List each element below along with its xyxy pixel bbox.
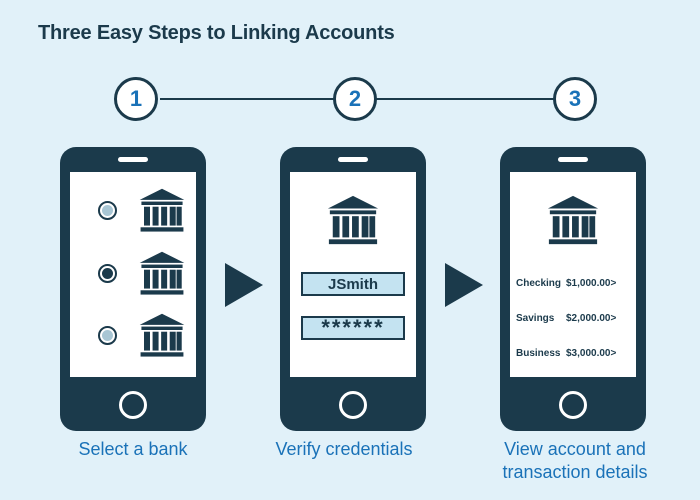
phone-screen: JSmith ****** xyxy=(290,172,416,377)
phone-verify-credentials: JSmith ****** xyxy=(280,147,426,431)
phone-screen: Checking $1,000.00> Savings $2,000.00> B… xyxy=(510,172,636,377)
username-field[interactable]: JSmith xyxy=(301,272,405,296)
radio-icon[interactable] xyxy=(98,326,117,345)
phone-screen xyxy=(70,172,196,377)
step-3-caption-line1: View account and xyxy=(504,439,646,459)
step-1-badge: 1 xyxy=(114,77,158,121)
step-3-caption: View account and transaction details xyxy=(475,438,675,484)
home-button-icon xyxy=(339,391,367,419)
step-3-caption-line2: transaction details xyxy=(502,462,648,482)
bank-icon xyxy=(136,187,188,235)
bank-icon xyxy=(543,194,603,248)
password-field[interactable]: ****** xyxy=(301,315,405,340)
speaker-icon xyxy=(338,157,368,162)
step-2-caption: Verify credentials xyxy=(275,439,413,459)
bank-icon xyxy=(136,250,188,298)
phone-view-accounts: Checking $1,000.00> Savings $2,000.00> B… xyxy=(500,147,646,431)
bank-icon xyxy=(323,194,383,248)
step-2-badge: 2 xyxy=(333,77,377,121)
account-name: Business xyxy=(516,348,561,359)
bank-icon xyxy=(136,312,188,360)
account-name: Checking xyxy=(516,278,562,289)
account-row-business[interactable]: Business $3,000.00> xyxy=(516,348,636,359)
phone-select-bank xyxy=(60,147,206,431)
home-button-icon xyxy=(119,391,147,419)
arrow-right-icon xyxy=(225,263,263,307)
step-3-badge: 3 xyxy=(553,77,597,121)
speaker-icon xyxy=(118,157,148,162)
radio-icon[interactable] xyxy=(98,264,117,283)
speaker-icon xyxy=(558,157,588,162)
account-row-checking[interactable]: Checking $1,000.00> xyxy=(516,278,636,289)
account-amount: $3,000.00> xyxy=(566,348,617,359)
radio-icon[interactable] xyxy=(98,201,117,220)
home-button-icon xyxy=(559,391,587,419)
account-amount: $2,000.00> xyxy=(566,313,617,324)
account-name: Savings xyxy=(516,313,555,324)
step-1-caption: Select a bank xyxy=(78,439,188,459)
account-amount: $1,000.00> xyxy=(566,278,617,289)
page-title: Three Easy Steps to Linking Accounts xyxy=(38,22,395,44)
account-row-savings[interactable]: Savings $2,000.00> xyxy=(516,313,636,324)
arrow-right-icon xyxy=(445,263,483,307)
